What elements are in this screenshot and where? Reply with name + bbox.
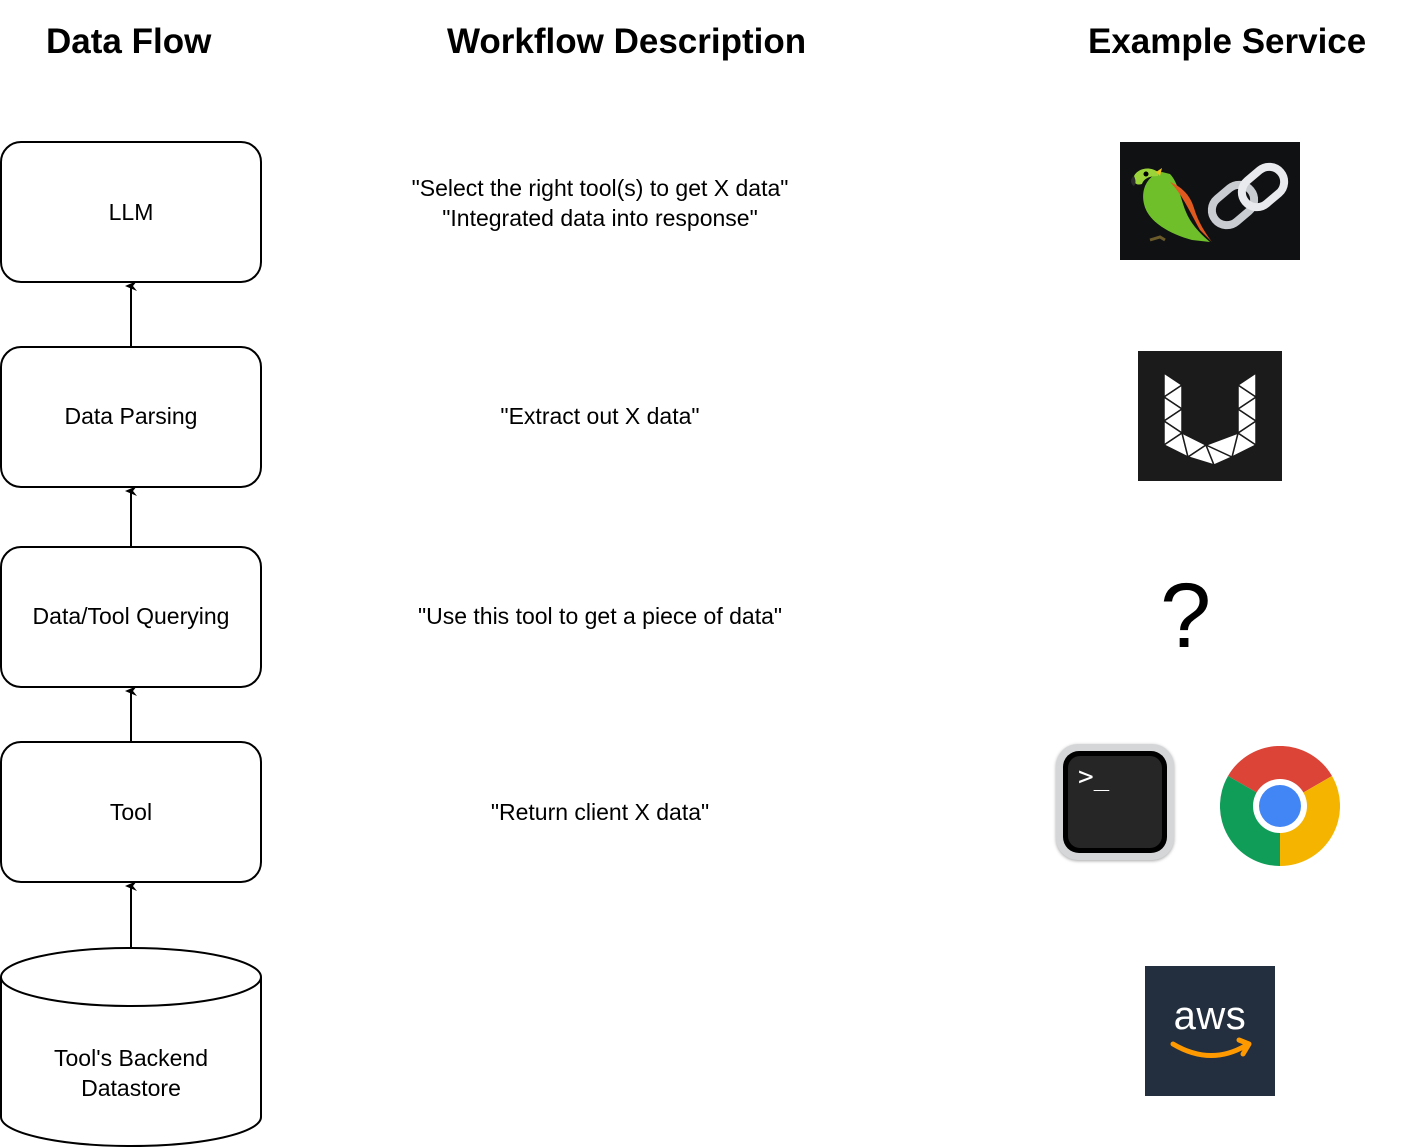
- aws-logo-text: aws: [1173, 994, 1247, 1038]
- llamaindex-logo: [1138, 351, 1282, 481]
- unknown-service-question-mark: ?: [1160, 565, 1212, 667]
- description-data-tool-querying-line1: "Use this tool to get a piece of data": [417, 603, 783, 629]
- header-workflow-description: Workflow Description: [447, 22, 807, 61]
- header-example-service: Example Service: [1088, 22, 1367, 61]
- description-tool: "Return client X data": [380, 797, 820, 827]
- chrome-browser-icon: [1219, 745, 1341, 866]
- terminal-app-icon: >_: [1056, 744, 1174, 860]
- description-data-parsing-line1: "Extract out X data": [500, 403, 700, 429]
- description-tool-line1: "Return client X data": [490, 799, 710, 825]
- datastore-label-line2: Datastore: [81, 1075, 181, 1101]
- terminal-prompt: >_: [1078, 762, 1110, 792]
- aws-logo-icon: aws: [1145, 966, 1275, 1096]
- description-data-parsing: "Extract out X data": [380, 401, 820, 431]
- node-data-parsing-label: Data Parsing: [65, 403, 198, 429]
- chain-link-icon: [1207, 162, 1289, 230]
- node-data-tool-querying: Data/Tool Querying: [0, 546, 262, 688]
- parrot-icon: [1131, 168, 1212, 242]
- header-data-flow: Data Flow: [46, 22, 212, 61]
- node-llm-label: LLM: [109, 199, 154, 225]
- data-flow-diagram: LLM Data Parsing Data/Tool Querying Tool…: [0, 141, 262, 1147]
- node-llm: LLM: [0, 141, 262, 283]
- node-tool-label: Tool: [110, 799, 152, 825]
- node-data-tool-querying-label: Data/Tool Querying: [33, 603, 230, 629]
- datastore-label-line1: Tool's Backend: [54, 1045, 208, 1071]
- langchain-logo: [1120, 142, 1300, 260]
- description-data-tool-querying: "Use this tool to get a piece of data": [380, 601, 820, 631]
- description-llm-line1: "Select the right tool(s) to get X data": [411, 175, 789, 201]
- description-llm: "Select the right tool(s) to get X data"…: [380, 173, 820, 233]
- node-data-parsing: Data Parsing: [0, 346, 262, 488]
- description-llm-line2: "Integrated data into response": [442, 205, 758, 231]
- node-tool: Tool: [0, 741, 262, 883]
- llamaindex-logo-icon: [1162, 371, 1258, 467]
- aws-smile-arrow: [1170, 1037, 1252, 1058]
- node-backend-datastore: Tool's Backend Datastore: [0, 947, 262, 1147]
